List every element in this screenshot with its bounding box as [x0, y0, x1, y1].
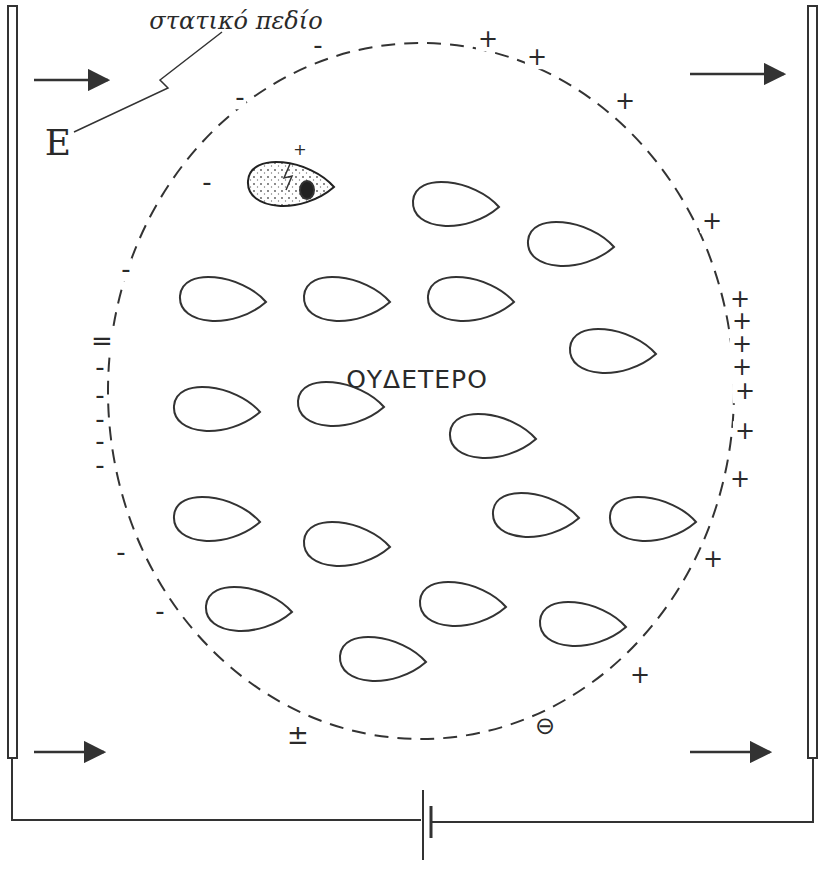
charge-sign: + [730, 357, 754, 379]
molecule-drop [340, 637, 426, 681]
molecule-drop [528, 222, 614, 266]
charge-sign: + [733, 421, 757, 443]
molecule-drop [180, 277, 266, 321]
charge-sign: ⊖ [533, 716, 557, 738]
molecule-drop [174, 387, 260, 431]
molecule-drop [174, 162, 696, 681]
field-caption: στατικό πεδίο [149, 11, 322, 33]
charge-sign: + [700, 211, 724, 233]
molecule-drop [420, 582, 506, 626]
charge-sign: - [93, 454, 106, 477]
charge-sign: - [119, 258, 132, 281]
charge-sign: + [730, 311, 754, 333]
molecule-drop [248, 162, 334, 206]
charge-dot [300, 181, 314, 199]
region-label: ΟΥΔΕΤΕΡΟ [346, 369, 488, 392]
molecule-drop [206, 587, 292, 631]
charge-sign: ± [285, 724, 311, 747]
charge-spark [284, 164, 292, 190]
charge-sign: + [733, 381, 757, 403]
molecule-drop [413, 182, 499, 226]
charge-sign: + [476, 29, 500, 51]
charge-sign: + [291, 143, 308, 157]
molecule-drop [428, 277, 514, 321]
circuit-wire [12, 758, 813, 822]
charge-sign: + [730, 334, 754, 356]
molecule-drop [493, 493, 579, 537]
molecule-drop [304, 522, 390, 566]
charge-sign: - [93, 356, 106, 379]
charge-sign: - [153, 600, 166, 623]
charge-sign: + [613, 91, 637, 113]
charge-sign: + [728, 469, 752, 491]
charge-sign: - [311, 34, 324, 57]
leader-line [74, 32, 222, 132]
battery-symbol [423, 790, 431, 860]
charge-sign: - [93, 408, 106, 431]
molecule-drop [450, 414, 536, 458]
molecule-drop [610, 497, 696, 541]
charge-sign: + [525, 47, 549, 69]
charge-sign: - [114, 541, 127, 564]
dashed-region: ΟΥΔΕΤΕΡΟ [105, 40, 737, 742]
charge-sign: - [200, 171, 213, 194]
molecule-drop [174, 497, 260, 541]
charge-sign: + [728, 289, 752, 311]
molecule-drop [304, 277, 390, 321]
charge-sign: = [89, 330, 115, 353]
capacitor-plate [8, 6, 817, 758]
molecule-drop [540, 602, 626, 646]
charge-sign: - [93, 384, 106, 407]
molecule-drop [570, 329, 656, 373]
field-symbol: E [45, 127, 71, 159]
charge-sign: + [701, 549, 725, 571]
charge-sign: - [93, 430, 106, 453]
charge-sign: + [628, 665, 652, 687]
field-arrow [34, 74, 784, 752]
charge-sign: - [233, 86, 246, 109]
